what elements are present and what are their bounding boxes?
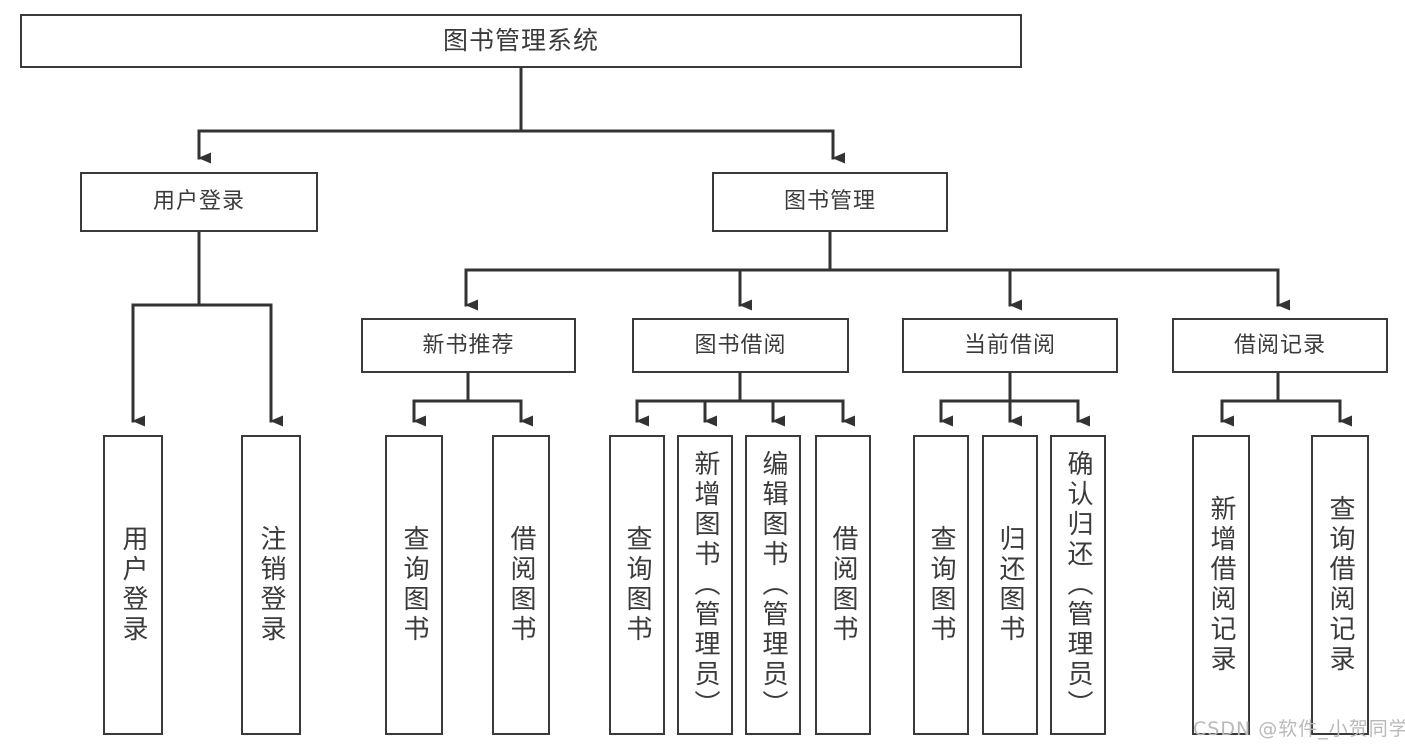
node-user-login[interactable]: 用户登录 [80,172,318,232]
leaf-add-borrow-record[interactable]: 新增借阅记录 [1192,435,1250,735]
leaf-query-book-recommend[interactable]: 查询图书 [385,435,443,735]
leaf-add-book-label: 新增图书（管理员） [690,450,720,720]
node-book-management[interactable]: 图书管理 [712,172,948,232]
node-user-login-label: 用户登录 [152,189,245,215]
leaf-query-book-borrow[interactable]: 查询图书 [609,435,665,735]
node-current-borrow-label: 当前借阅 [963,332,1056,358]
leaf-user-login[interactable]: 用户登录 [103,435,163,735]
node-root-system[interactable]: 图书管理系统 [20,14,1022,68]
leaf-borrow-book-recommend-label: 借阅图书 [506,525,536,645]
node-root-system-label: 图书管理系统 [442,26,599,56]
leaf-add-borrow-record-label: 新增借阅记录 [1206,495,1236,675]
leaf-logout-label: 注销登录 [256,525,286,645]
node-book-borrow-label: 图书借阅 [694,332,787,358]
leaf-borrow-book-recommend[interactable]: 借阅图书 [492,435,550,735]
leaf-query-book-current[interactable]: 查询图书 [913,435,969,735]
leaf-return-book[interactable]: 归还图书 [982,435,1038,735]
leaf-query-borrow-record[interactable]: 查询借阅记录 [1311,435,1369,735]
leaf-edit-book-label: 编辑图书（管理员） [758,450,788,720]
node-new-book-recommend-label: 新书推荐 [422,332,515,358]
leaf-logout[interactable]: 注销登录 [241,435,301,735]
leaf-query-book-current-label: 查询图书 [926,525,956,645]
leaf-edit-book[interactable]: 编辑图书（管理员） [745,435,801,735]
leaf-query-book-recommend-label: 查询图书 [399,525,429,645]
csdn-watermark: CSDN @软件_小贺同学 [1193,718,1405,740]
leaf-user-login-label: 用户登录 [118,525,148,645]
leaf-return-book-label: 归还图书 [995,525,1025,645]
leaf-query-borrow-record-label: 查询借阅记录 [1325,495,1355,675]
leaf-query-book-borrow-label: 查询图书 [622,525,652,645]
leaf-borrow-book-label: 借阅图书 [828,525,858,645]
leaf-confirm-return[interactable]: 确认归还（管理员） [1050,435,1106,735]
node-borrow-record[interactable]: 借阅记录 [1172,318,1388,373]
leaf-confirm-return-label: 确认归还（管理员） [1063,450,1093,720]
leaf-add-book[interactable]: 新增图书（管理员） [677,435,733,735]
node-book-borrow[interactable]: 图书借阅 [632,318,849,373]
node-new-book-recommend[interactable]: 新书推荐 [361,318,576,373]
node-borrow-record-label: 借阅记录 [1233,332,1326,358]
leaf-borrow-book[interactable]: 借阅图书 [815,435,871,735]
node-book-management-label: 图书管理 [783,189,876,215]
node-current-borrow[interactable]: 当前借阅 [902,318,1118,373]
